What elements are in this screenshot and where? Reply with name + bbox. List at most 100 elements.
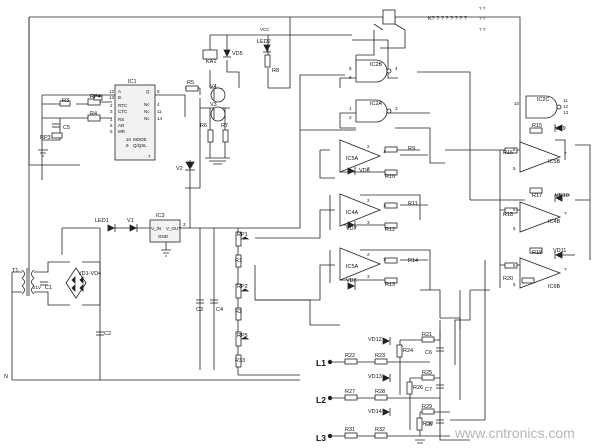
cap-label: C7 <box>425 387 432 393</box>
pin-label: 5 <box>513 166 516 171</box>
relay-contact <box>382 9 396 25</box>
gate-label-ic2b: IC2B <box>370 62 383 68</box>
timer-pin-number: 4 <box>157 102 160 107</box>
capacitor-c1 <box>40 281 48 286</box>
regulator-pin: V_OUT <box>166 226 181 231</box>
timer-pin-number: 1 <box>110 117 113 122</box>
resistor-label: R3 <box>62 98 69 104</box>
relay-label: KA1 <box>206 59 216 65</box>
capacitor-c8 <box>436 419 444 424</box>
resistor-label: R12 <box>385 227 395 233</box>
resistor-label: R33 <box>235 358 245 364</box>
resistor-label: R18 <box>503 212 513 218</box>
cap-label: C4 <box>216 307 223 313</box>
regulator-pin: GND <box>158 234 169 239</box>
components <box>21 9 563 444</box>
resistor-label: R7 <box>221 123 228 129</box>
comparator-label: IC5A <box>346 156 359 162</box>
timer-pin-number: 5 <box>110 123 113 128</box>
pin-label: 7 <box>564 267 567 272</box>
diode-label: VD10 <box>555 193 569 199</box>
pin-label: 1 <box>349 106 352 111</box>
led-label: LED2 <box>257 39 271 45</box>
diode-label: VD14 <box>368 409 382 415</box>
watermark: www.cntronics.com <box>454 425 575 441</box>
capacitor-c6 <box>436 347 444 352</box>
pin-label: 6 <box>513 207 516 212</box>
pin-label: 7 <box>564 151 567 156</box>
timer-pin-name: RS <box>118 117 124 122</box>
pin-label: 5 <box>513 282 516 287</box>
neutral-label: N <box>4 374 8 380</box>
diode-label: VD13 <box>368 374 382 380</box>
diode-label: VD12 <box>368 337 382 343</box>
comparator-ic5a-top <box>339 139 382 173</box>
timer-pin-name: Nc <box>144 102 150 107</box>
pin-label: 2 <box>367 252 370 257</box>
comparator-label: IC5A <box>346 264 359 270</box>
gate-ic2b <box>355 59 388 83</box>
potentiometer-set <box>51 95 250 347</box>
resistor-label: R2 <box>235 309 242 315</box>
timer-pin-name: MR <box>118 129 126 134</box>
resistor-label: R28 <box>375 389 385 395</box>
voltage-label: 21V <box>33 285 41 290</box>
line-terminals <box>327 359 333 439</box>
resistor-label: R16 <box>503 150 513 156</box>
timer-pin-name: A <box>118 89 121 94</box>
gate-label-ic2a: IC2A <box>370 101 383 107</box>
capacitor-c3 <box>196 299 204 304</box>
timer-pin-name: RTC <box>118 103 128 108</box>
transformer-secondary <box>31 269 35 295</box>
timer-pin-number: 12 <box>109 89 115 94</box>
resistor-label: R15 <box>532 123 542 129</box>
pin-label: 1 <box>383 149 386 154</box>
cap-label: C1 <box>45 285 52 291</box>
relay-note: K? ? ? ? ? ? ? ? <box>428 16 467 22</box>
resistor-label: R29 <box>422 404 432 410</box>
pin-label: 13 <box>563 110 569 115</box>
capacitor-c5 <box>52 123 60 128</box>
regulator-pin: V_IN <box>151 226 161 231</box>
resistor-label: R19 <box>532 250 542 256</box>
resistor-label: R23 <box>375 353 385 359</box>
comparator-label: IC6B <box>548 284 561 290</box>
timer-pin-name: Q <box>146 89 150 94</box>
timer-pin-name: CTC <box>118 109 128 114</box>
diode-label: VD6 <box>359 168 370 174</box>
resistor-label: R5 <box>187 80 194 86</box>
pot-label: RP5 <box>237 333 248 339</box>
cap-label: C6 <box>425 350 432 356</box>
timer-pin-name: B <box>118 95 121 100</box>
resistor-label: R24 <box>403 348 413 354</box>
pin-label: 5 <box>513 226 516 231</box>
comparator-ic5a <box>339 247 382 281</box>
pot-label: RP4 <box>90 94 101 100</box>
timer-pin-number: 2 <box>110 103 113 108</box>
resistor-label: R20 <box>503 276 513 282</box>
resistor-label: R21 <box>422 332 432 338</box>
resistor-label: R6 <box>200 123 207 129</box>
pin-label: 4 <box>395 66 398 71</box>
pin-label: 2 <box>349 115 352 120</box>
pin-label: 1 <box>383 203 386 208</box>
timer-label: IC1 <box>128 79 137 85</box>
pot-label: RP3 <box>40 135 51 141</box>
timer-pin-name: AR <box>118 123 125 128</box>
pin-label: 3 <box>367 220 370 225</box>
capacitor-c2 <box>96 331 104 336</box>
cap-label: C3 <box>196 307 203 313</box>
resistor-label: R30 <box>423 421 433 427</box>
timer-pin-number: 9 <box>126 143 129 148</box>
timer-pin-number: 11 <box>157 109 162 114</box>
pin-label: 10 <box>514 101 520 106</box>
resistor-label: R25 <box>422 370 432 376</box>
switch-mark-2: ? ? <box>479 16 486 21</box>
transistor-label: V4 <box>210 84 217 90</box>
labels: K? ? ? ? ? ? ? ? ? ? ? ? ? ? IC2B IC2A I… <box>4 6 575 443</box>
timer-pin-number: 3 <box>110 109 113 114</box>
resistor-label: R32 <box>375 427 385 433</box>
pin-label: 6 <box>349 75 352 80</box>
